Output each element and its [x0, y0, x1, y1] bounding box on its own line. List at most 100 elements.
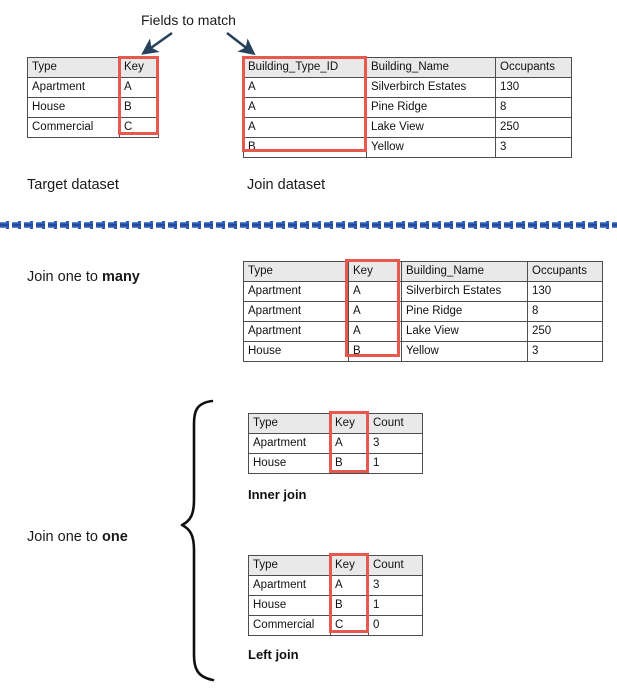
cell-occupants: 3 — [495, 137, 572, 158]
cell-key: C — [119, 117, 159, 138]
cell-building-name: Pine Ridge — [401, 301, 528, 322]
table-row[interactable]: House B 1 — [248, 453, 423, 474]
column-header-type: Type — [248, 555, 331, 576]
decorative-blue-divider-icon — [0, 220, 617, 230]
table-row[interactable]: A Silverbirch Estates 130 — [243, 77, 572, 98]
table-header-row: Type Key — [27, 57, 159, 78]
curly-brace-icon — [180, 399, 215, 682]
cell-building-name: Yellow — [366, 137, 496, 158]
cell-type: Apartment — [27, 77, 120, 98]
cell-type: House — [248, 453, 331, 474]
cell-building-type-id: A — [243, 97, 367, 118]
cell-type: House — [27, 97, 120, 118]
cell-type: Apartment — [243, 321, 349, 342]
column-header-building-type-id: Building_Type_ID — [243, 57, 367, 78]
cell-building-type-id: A — [243, 77, 367, 98]
cell-building-type-id: A — [243, 117, 367, 138]
table-row[interactable]: Apartment A Pine Ridge 8 — [243, 301, 603, 322]
table-header-row: Building_Type_ID Building_Name Occupants — [243, 57, 572, 78]
table-row[interactable]: Apartment A Silverbirch Estates 130 — [243, 281, 603, 302]
column-header-count: Count — [368, 413, 423, 434]
join-one-to-many-caption: Join one to many — [27, 270, 140, 285]
cell-occupants: 250 — [527, 321, 603, 342]
cell-key: A — [348, 301, 402, 322]
table-header-row: Type Key Building_Name Occupants — [243, 261, 603, 282]
table-header-row: Type Key Count — [248, 413, 423, 434]
fields-to-match-title: Fields to match — [141, 12, 236, 28]
join-dataset-caption: Join dataset — [247, 177, 326, 193]
cell-type: Apartment — [248, 575, 331, 596]
inner-join-label: Inner join — [248, 487, 307, 502]
target-dataset-table[interactable]: Type Key Apartment A House B Commercial … — [27, 57, 159, 138]
cell-building-name: Lake View — [401, 321, 528, 342]
join-one-to-many-prefix: Join one to — [27, 269, 102, 285]
table-row[interactable]: House B 1 — [248, 595, 423, 616]
table-row[interactable]: Apartment A — [27, 77, 159, 98]
column-header-count: Count — [368, 555, 423, 576]
cell-type: House — [248, 595, 331, 616]
column-header-type: Type — [248, 413, 331, 434]
column-header-occupants: Occupants — [527, 261, 603, 282]
join-one-to-one-prefix: Join one to — [27, 529, 102, 545]
cell-building-name: Lake View — [366, 117, 496, 138]
column-header-type: Type — [27, 57, 120, 78]
column-header-occupants: Occupants — [495, 57, 572, 78]
arrow-down-left-icon — [141, 31, 173, 55]
cell-occupants: 3 — [527, 341, 603, 362]
arrow-down-right-icon — [226, 31, 256, 56]
cell-count: 0 — [368, 615, 423, 636]
cell-key: C — [330, 615, 369, 636]
cell-type: Commercial — [248, 615, 331, 636]
cell-occupants: 8 — [527, 301, 603, 322]
one-to-many-result-table[interactable]: Type Key Building_Name Occupants Apartme… — [243, 261, 603, 362]
join-dataset-table[interactable]: Building_Type_ID Building_Name Occupants… — [243, 57, 572, 158]
target-dataset-caption: Target dataset — [27, 177, 119, 193]
cell-key: B — [119, 97, 159, 118]
join-one-to-many-emphasis: many — [101, 269, 140, 285]
cell-occupants: 8 — [495, 97, 572, 118]
cell-type: Apartment — [243, 301, 349, 322]
cell-building-name: Pine Ridge — [366, 97, 496, 118]
table-row[interactable]: Apartment A 3 — [248, 433, 423, 454]
cell-building-name: Yellow — [401, 341, 528, 362]
cell-key: B — [330, 595, 369, 616]
column-header-building-name: Building_Name — [366, 57, 496, 78]
cell-key: A — [119, 77, 159, 98]
column-header-key: Key — [348, 261, 402, 282]
table-row[interactable]: Commercial C — [27, 117, 159, 138]
table-row[interactable]: Apartment A 3 — [248, 575, 423, 596]
table-row[interactable]: B Yellow 3 — [243, 137, 572, 158]
cell-type: Apartment — [243, 281, 349, 302]
cell-count: 1 — [368, 595, 423, 616]
column-header-building-name: Building_Name — [401, 261, 528, 282]
table-row[interactable]: A Pine Ridge 8 — [243, 97, 572, 118]
column-header-key: Key — [119, 57, 159, 78]
cell-occupants: 250 — [495, 117, 572, 138]
cell-count: 3 — [368, 575, 423, 596]
cell-occupants: 130 — [495, 77, 572, 98]
cell-key: A — [330, 575, 369, 596]
cell-building-name: Silverbirch Estates — [401, 281, 528, 302]
table-header-row: Type Key Count — [248, 555, 423, 576]
column-header-key: Key — [330, 555, 369, 576]
cell-count: 3 — [368, 433, 423, 454]
table-row[interactable]: House B Yellow 3 — [243, 341, 603, 362]
join-one-to-one-emphasis: one — [101, 529, 128, 545]
cell-occupants: 130 — [527, 281, 603, 302]
left-join-result-table[interactable]: Type Key Count Apartment A 3 House B 1 C… — [248, 555, 423, 636]
cell-type: Apartment — [248, 433, 331, 454]
table-row[interactable]: Commercial C 0 — [248, 615, 423, 636]
table-row[interactable]: A Lake View 250 — [243, 117, 572, 138]
cell-building-type-id: B — [243, 137, 367, 158]
cell-building-name: Silverbirch Estates — [366, 77, 496, 98]
cell-key: A — [348, 321, 402, 342]
cell-key: B — [330, 453, 369, 474]
column-header-key: Key — [330, 413, 369, 434]
table-row[interactable]: Apartment A Lake View 250 — [243, 321, 603, 342]
table-row[interactable]: House B — [27, 97, 159, 118]
cell-key: A — [330, 433, 369, 454]
inner-join-result-table[interactable]: Type Key Count Apartment A 3 House B 1 — [248, 413, 423, 474]
column-header-type: Type — [243, 261, 349, 282]
cell-count: 1 — [368, 453, 423, 474]
